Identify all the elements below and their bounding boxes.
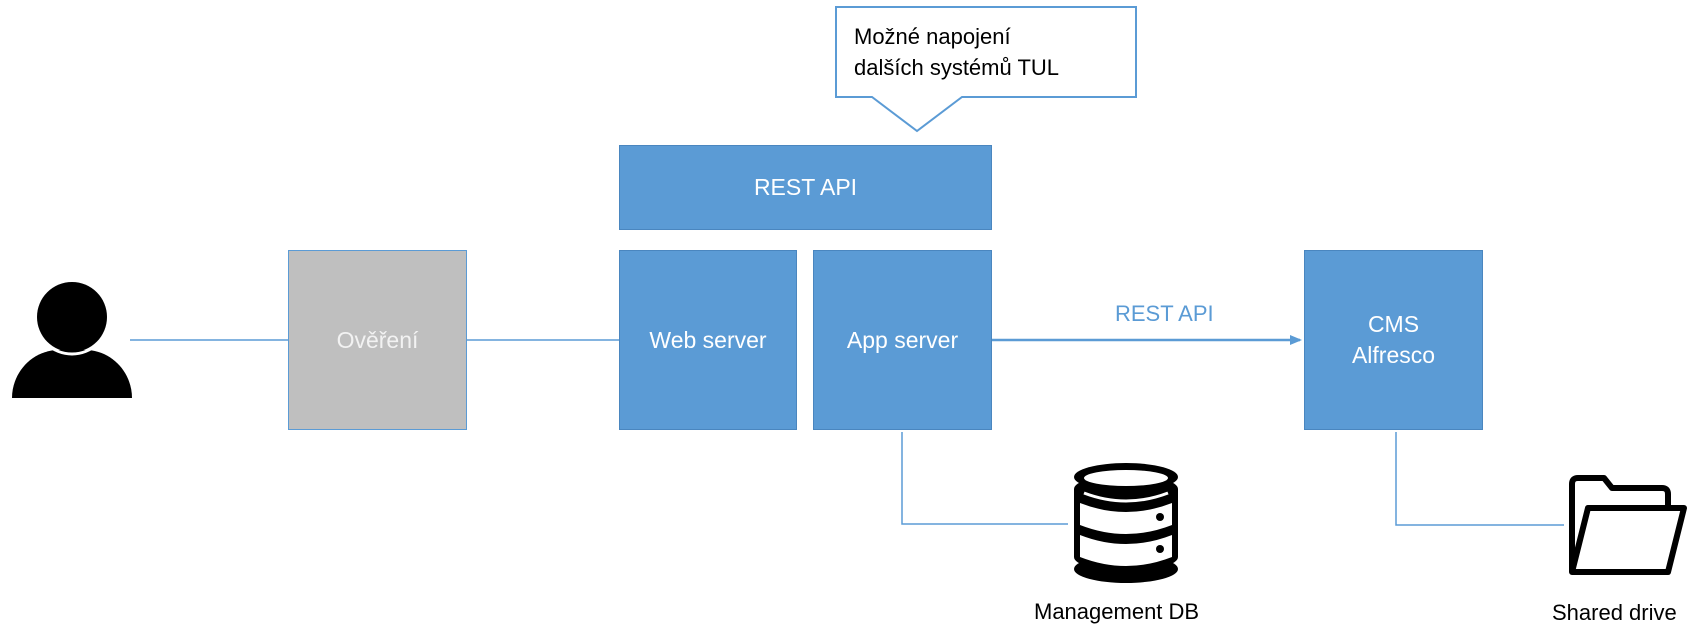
management-db-label: Management DB (1034, 599, 1200, 624)
database-icon (1074, 463, 1178, 583)
rest-api-box: REST API (619, 145, 992, 230)
folder-icon (1569, 475, 1687, 575)
cms-alfresco-box: CMS Alfresco (1304, 250, 1483, 430)
web-server-box: Web server (619, 250, 797, 430)
app-server-box: App server (813, 250, 992, 430)
auth-box: Ověření (288, 250, 467, 430)
appserver-to-db-line (901, 432, 1068, 525)
shared-drive-label: Shared drive (1552, 600, 1677, 625)
cms-to-drive-line (1395, 432, 1564, 526)
appserver-to-cms-label: REST API (1115, 301, 1214, 326)
user-icon (12, 282, 132, 398)
callout-text: Možné napojení dalších systémů TUL (854, 24, 1060, 80)
callout-bubble (835, 6, 1137, 133)
